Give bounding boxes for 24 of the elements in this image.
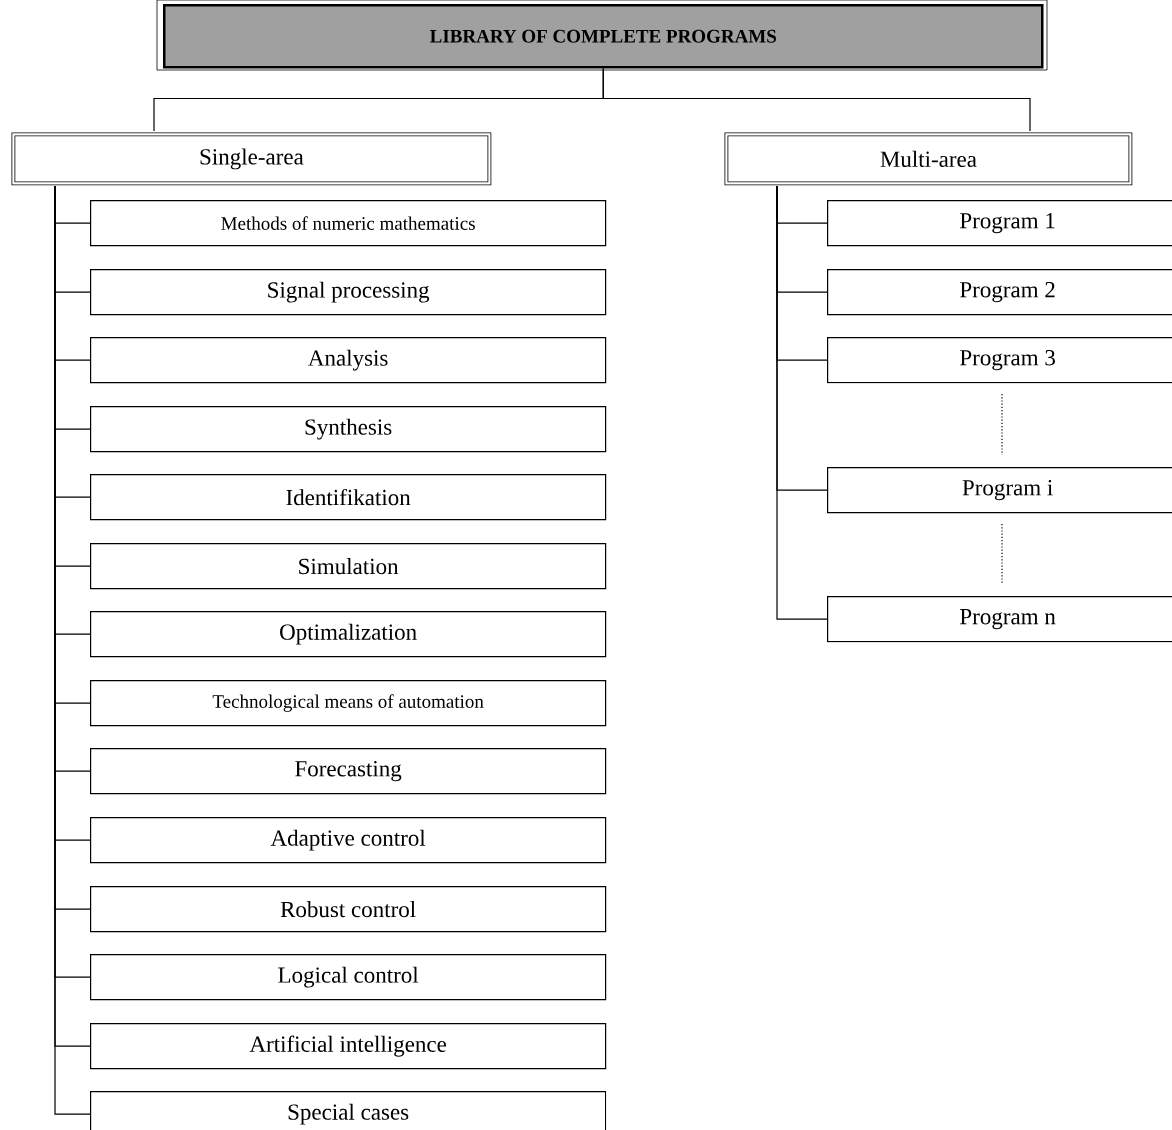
program-box: Program 2	[827, 269, 1172, 316]
program-box: Logical control	[90, 954, 607, 1001]
program-box: Program n	[827, 596, 1172, 643]
program-box: Signal processing	[90, 269, 607, 316]
program-box: Analysis	[90, 337, 607, 384]
program-box: Special cases	[90, 1091, 607, 1130]
category-box: Single-area	[11, 132, 492, 186]
program-box: Program 3	[827, 337, 1172, 384]
program-box: Adaptive control	[90, 817, 607, 864]
program-box: Technological means of automation	[90, 680, 607, 727]
program-box: Methods of numeric mathematics	[90, 200, 607, 247]
program-box: Simulation	[90, 543, 607, 590]
category-box: Multi-area	[724, 132, 1133, 186]
program-box: Artificial intelligence	[90, 1023, 607, 1070]
program-box: Program 1	[827, 200, 1172, 247]
program-box: Robust control	[90, 886, 607, 933]
program-box: Identifikation	[90, 474, 607, 521]
connector-line	[602, 67, 1031, 132]
program-box: Program i	[827, 467, 1172, 514]
connector-line	[776, 185, 828, 620]
program-box: Optimalization	[90, 611, 607, 658]
program-box: Synthesis	[90, 406, 607, 453]
title-box: LIBRARY OF COMPLETE PROGRAMS	[156, 0, 1048, 71]
program-box: Forecasting	[90, 748, 607, 795]
